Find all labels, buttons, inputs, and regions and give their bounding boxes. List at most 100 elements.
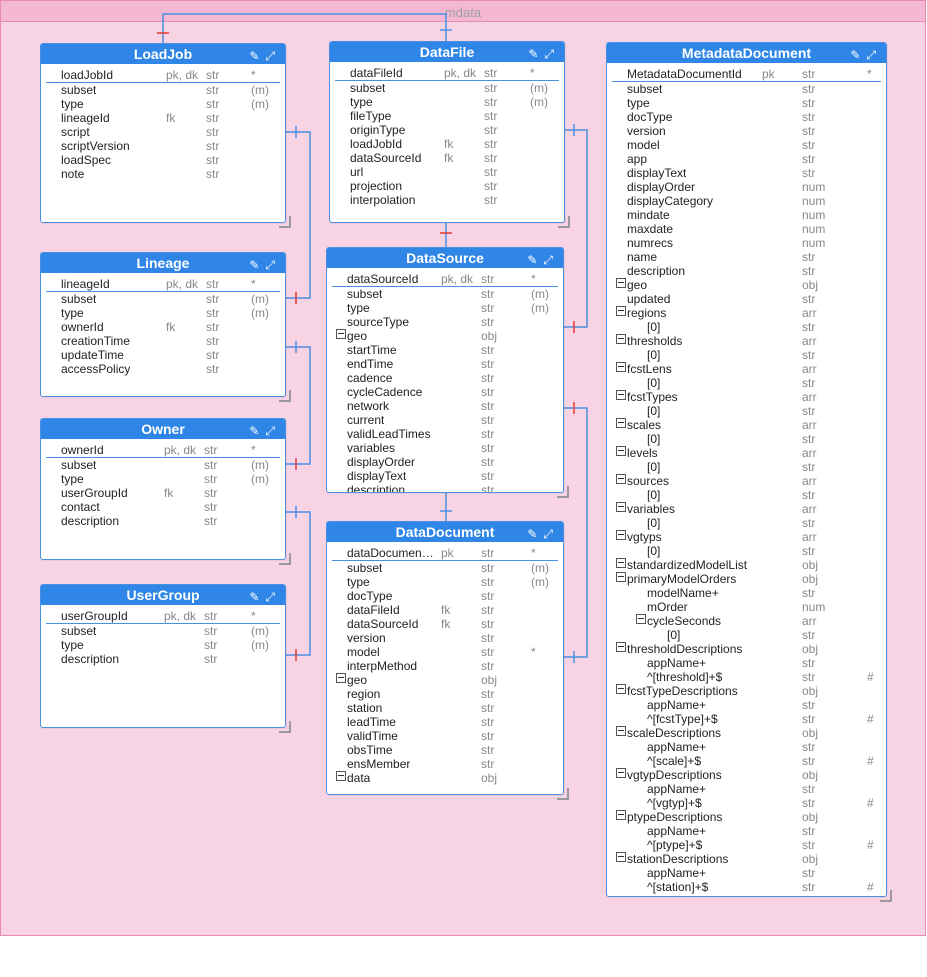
resize-handle[interactable] <box>279 390 291 402</box>
field-row[interactable]: [0]str <box>612 404 881 418</box>
collapse-toggle-icon[interactable] <box>616 502 626 512</box>
field-row[interactable]: appName+str <box>612 656 881 670</box>
field-row[interactable]: appName+str <box>612 782 881 796</box>
entity-header[interactable]: DataDocument✎⤢ <box>327 522 563 542</box>
entity-header[interactable]: LoadJob✎⤢ <box>41 44 285 64</box>
resize-handle[interactable] <box>279 553 291 565</box>
collapse-toggle-icon[interactable] <box>636 614 646 624</box>
collapse-toggle-icon[interactable] <box>616 306 626 316</box>
expand-icon[interactable]: ⤢ <box>265 424 281 438</box>
pencil-icon[interactable]: ✎ <box>249 258 266 272</box>
field-row[interactable]: [0]str <box>612 460 881 474</box>
field-row[interactable]: appName+str <box>612 698 881 712</box>
entity-header[interactable]: UserGroup✎⤢ <box>41 585 285 605</box>
pencil-icon[interactable]: ✎ <box>527 527 544 541</box>
expand-icon[interactable]: ⤢ <box>265 49 281 63</box>
pencil-icon[interactable]: ✎ <box>850 48 867 62</box>
expand-icon[interactable]: ⤢ <box>265 258 281 272</box>
field-row[interactable]: [0]str <box>612 516 881 530</box>
collapse-toggle-icon[interactable] <box>616 768 626 778</box>
field-row[interactable]: [0]str <box>612 432 881 446</box>
pencil-icon[interactable]: ✎ <box>249 49 266 63</box>
pencil-icon[interactable]: ✎ <box>249 590 266 604</box>
field-row[interactable]: ^[vgtyp]+$str# <box>612 796 881 810</box>
field-row[interactable]: ^[scale]+$str# <box>612 754 881 768</box>
collapse-toggle-icon[interactable] <box>616 726 626 736</box>
expand-icon[interactable]: ⤢ <box>265 590 281 604</box>
collapse-toggle-icon[interactable] <box>616 530 626 540</box>
resize-handle[interactable] <box>880 890 892 902</box>
expand-icon[interactable]: ⤢ <box>544 47 560 61</box>
collapse-toggle-icon[interactable] <box>616 852 626 862</box>
field-row[interactable]: appName+str <box>612 740 881 754</box>
field-row[interactable]: ^[threshold]+$str# <box>612 670 881 684</box>
collapse-toggle-icon[interactable] <box>616 278 626 288</box>
collapse-toggle-icon[interactable] <box>336 771 346 781</box>
collapse-toggle-icon[interactable] <box>616 334 626 344</box>
field-row[interactable]: ^[fcstType]+$str# <box>612 712 881 726</box>
pencil-icon[interactable]: ✎ <box>249 424 266 438</box>
field-row[interactable]: ^[station]+$str# <box>612 880 881 894</box>
resize-handle[interactable] <box>558 216 570 228</box>
